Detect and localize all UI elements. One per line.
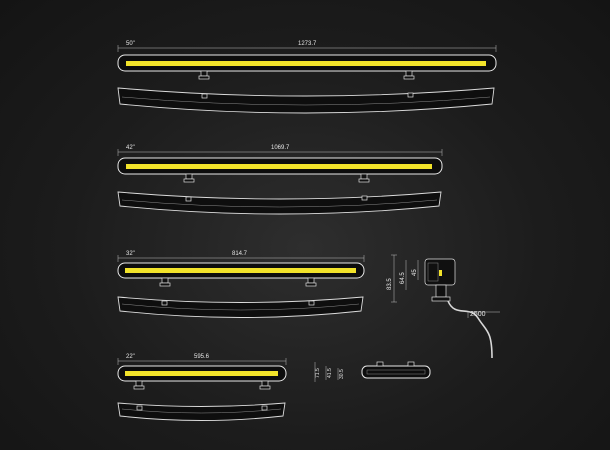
- end-view-channel: [366, 369, 426, 375]
- led-lens-50: [126, 61, 486, 66]
- side-view-group: 83.5 64.5 45 2500: [387, 254, 500, 359]
- curved-bracket-left-22: [136, 405, 143, 411]
- length-label-50: 1273.7: [298, 41, 317, 47]
- light-bar-curved-50: [117, 87, 495, 114]
- end-view-group: 71.5 41.5 30.5: [314, 361, 431, 382]
- size-label-22: 22": [126, 354, 135, 360]
- mount-bracket-left-32: [159, 277, 171, 287]
- curved-bracket-left-32: [161, 300, 168, 306]
- power-cable: [447, 300, 493, 359]
- length-label-22: 595.6: [194, 354, 210, 360]
- end-view-bracket-right: [407, 361, 415, 367]
- curved-bracket-right-50: [407, 92, 414, 98]
- curved-bracket-right-42: [361, 195, 368, 201]
- led-lens-22: [125, 371, 278, 376]
- light-bar-curved-42: [117, 191, 442, 215]
- mount-bracket-left-42: [183, 173, 195, 183]
- end-height-label: 71.5: [315, 368, 321, 378]
- curved-bar-inner-50: [121, 96, 491, 106]
- light-bar-curved-32: [117, 296, 364, 318]
- end-view-bracket-left: [376, 361, 384, 367]
- mount-bracket-right-32: [305, 277, 317, 287]
- side-inner-height-label: 64.5: [400, 272, 406, 284]
- size-label-32: 32": [126, 251, 135, 257]
- end-small-label: 30.5: [339, 369, 345, 379]
- curved-bracket-left-42: [185, 196, 192, 202]
- side-depth-label: 45: [412, 269, 418, 276]
- light-bar-curved-22: [117, 402, 286, 421]
- side-profile-lens: [439, 270, 442, 276]
- led-lens-42: [126, 164, 432, 169]
- length-label-32: 814.7: [232, 251, 248, 257]
- side-height-label: 83.5: [387, 278, 393, 290]
- end-inner-label: 41.5: [327, 368, 333, 378]
- length-label-42: 1069.7: [271, 145, 290, 151]
- curved-bar-inner-32: [121, 303, 360, 311]
- mount-bracket-right-42: [358, 173, 370, 183]
- bar-22-group: 22" 595.6: [117, 354, 287, 421]
- curved-bracket-left-50: [201, 93, 208, 99]
- mount-bracket-left-22: [133, 380, 145, 390]
- bar-32-group: 32" 814.7: [117, 251, 365, 318]
- size-label-42: 42": [126, 145, 135, 151]
- curved-bracket-right-22: [261, 405, 268, 411]
- bar-50-group: 50" 1273.7: [117, 41, 497, 114]
- side-profile-mount: [435, 284, 447, 298]
- side-profile-foot: [431, 296, 451, 302]
- side-profile-face: [427, 262, 439, 282]
- mount-bracket-left-50: [198, 70, 210, 80]
- curved-bracket-right-32: [308, 300, 315, 306]
- size-label-50: 50": [126, 41, 135, 47]
- mount-bracket-right-22: [259, 380, 271, 390]
- mount-bracket-right-50: [403, 70, 415, 80]
- bar-42-group: 42" 1069.7: [117, 145, 443, 215]
- led-lens-32: [125, 268, 356, 273]
- end-view-bar: [361, 365, 431, 379]
- curved-bar-inner-22: [121, 408, 282, 414]
- curved-bar-inner-42: [121, 199, 438, 208]
- cable-length-label: 2500: [470, 311, 486, 318]
